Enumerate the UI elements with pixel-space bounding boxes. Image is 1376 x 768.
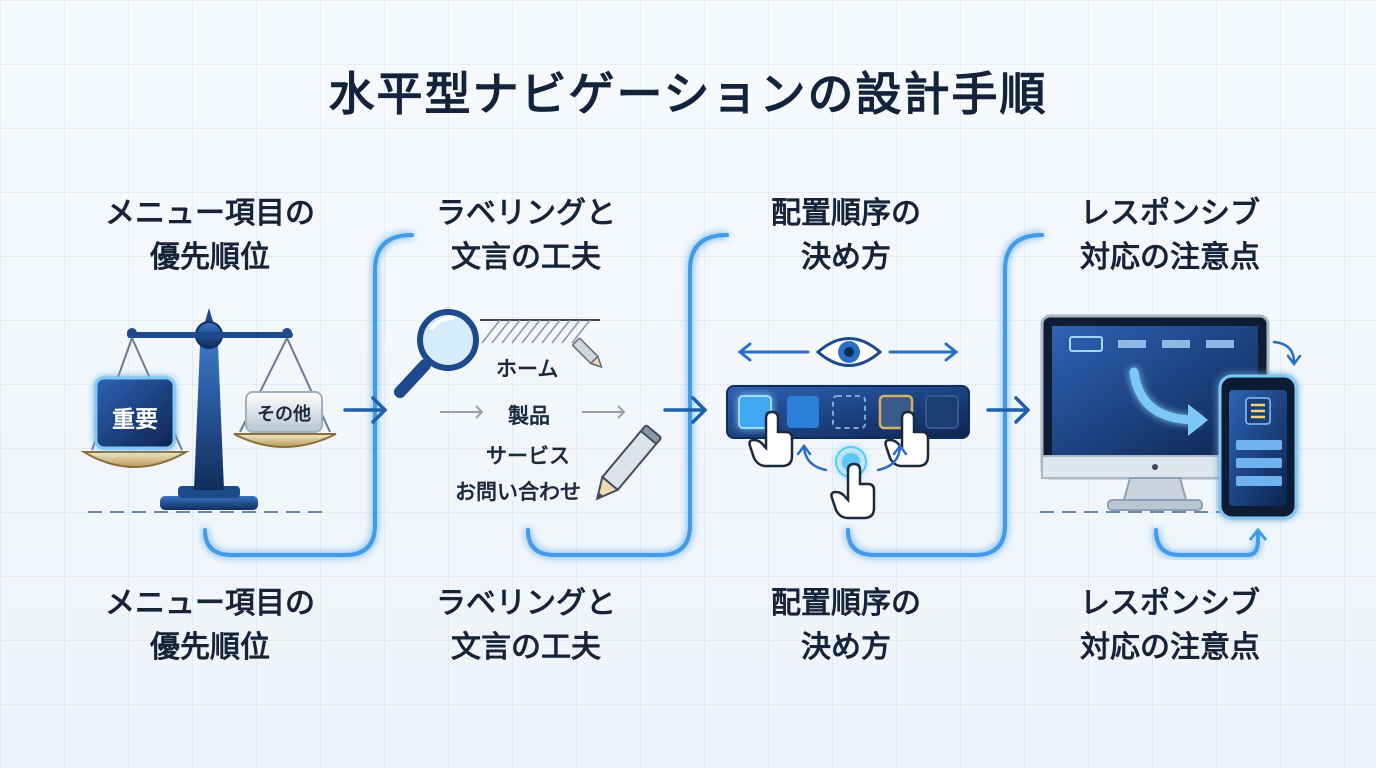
connector-2-3 [526, 233, 729, 557]
arrow-right-icon [343, 396, 387, 424]
step1-top-line1: メニュー項目の [105, 196, 315, 231]
other-tag [245, 391, 323, 433]
nav-item-products: 製品 [508, 404, 550, 428]
magnifier-icon [394, 309, 479, 398]
step1-top-label: メニュー項目の 優先順位 [80, 192, 340, 280]
labeling-illustration [394, 309, 662, 505]
nav-slot-2 [787, 396, 819, 428]
nav-item-home: ホーム [496, 357, 559, 381]
step3-bottom-label: 配置順序の 決め方 [716, 582, 976, 670]
step-arrows [343, 396, 1030, 424]
arrow-right-icon [663, 396, 707, 424]
nav-item-contact: お問い合わせ [455, 480, 581, 504]
step1-bottom-line2: 優先順位 [150, 630, 270, 665]
step3-top-line2: 決め方 [801, 240, 891, 275]
connector-1-2 [203, 233, 414, 557]
balance-scale-icon [80, 308, 337, 513]
step3-bottom-line1: 配置順序の [771, 586, 921, 621]
step4-bottom-line2: 対応の注意点 [1080, 630, 1260, 665]
step2-top-label: ラベリングと 文言の工夫 [396, 192, 656, 280]
step2-bottom-line1: ラベリングと [436, 586, 616, 621]
step4-top-label: レスポンシブ 対応の注意点 [1040, 192, 1300, 280]
connector-3-4 [846, 233, 1044, 557]
important-tag [94, 376, 176, 450]
important-tag-label: 重要 [112, 407, 158, 433]
hand-pointer-icon [830, 462, 876, 520]
step3-top-line1: 配置順序の [771, 196, 921, 231]
arrow-right-icon [986, 396, 1030, 424]
step1-bottom-label: メニュー項目の 優先順位 [80, 582, 340, 670]
page-title: 水平型ナビゲーションの設計手順 [328, 67, 1048, 121]
step3-bottom-line2: 決め方 [801, 630, 891, 665]
other-tag-label: その他 [257, 404, 311, 425]
step3-top-label: 配置順序の 決め方 [716, 192, 976, 280]
return-connector [1154, 528, 1260, 557]
pencil-icon [595, 424, 662, 501]
hamburger-menu-icon [1251, 403, 1265, 419]
pencil-small-icon [572, 337, 603, 369]
step4-top-line1: レスポンシブ [1080, 196, 1260, 231]
step2-bottom-label: ラベリングと 文言の工夫 [396, 582, 656, 670]
nav-item-services: サービス [486, 444, 570, 468]
step2-top-line1: ラベリングと [436, 196, 616, 231]
nav-slot-3 [832, 395, 866, 429]
nav-slot-5 [925, 395, 959, 429]
step2-top-line2: 文言の工夫 [451, 240, 601, 275]
step2-bottom-line2: 文言の工夫 [451, 630, 601, 665]
eye-icon [815, 337, 883, 367]
step4-bottom-line1: レスポンシブ [1080, 586, 1260, 621]
responsive-illustration [1040, 314, 1302, 557]
curved-arrow-icon [1272, 340, 1302, 367]
step4-top-line2: 対応の注意点 [1080, 240, 1260, 275]
step1-top-line2: 優先順位 [150, 240, 270, 275]
step4-bottom-label: レスポンシブ 対応の注意点 [1040, 582, 1300, 670]
transfer-arrow [1129, 367, 1201, 425]
smartphone-icon [1218, 374, 1298, 520]
double-arrow [737, 342, 959, 362]
swap-arrows [796, 443, 908, 472]
hatched-label [480, 319, 600, 344]
ordering-illustration [726, 337, 970, 520]
flow-connectors [203, 233, 1044, 557]
step1-bottom-line1: メニュー項目の [105, 586, 315, 621]
hand-pointer-icon [748, 410, 794, 468]
gray-arrows [440, 405, 626, 419]
